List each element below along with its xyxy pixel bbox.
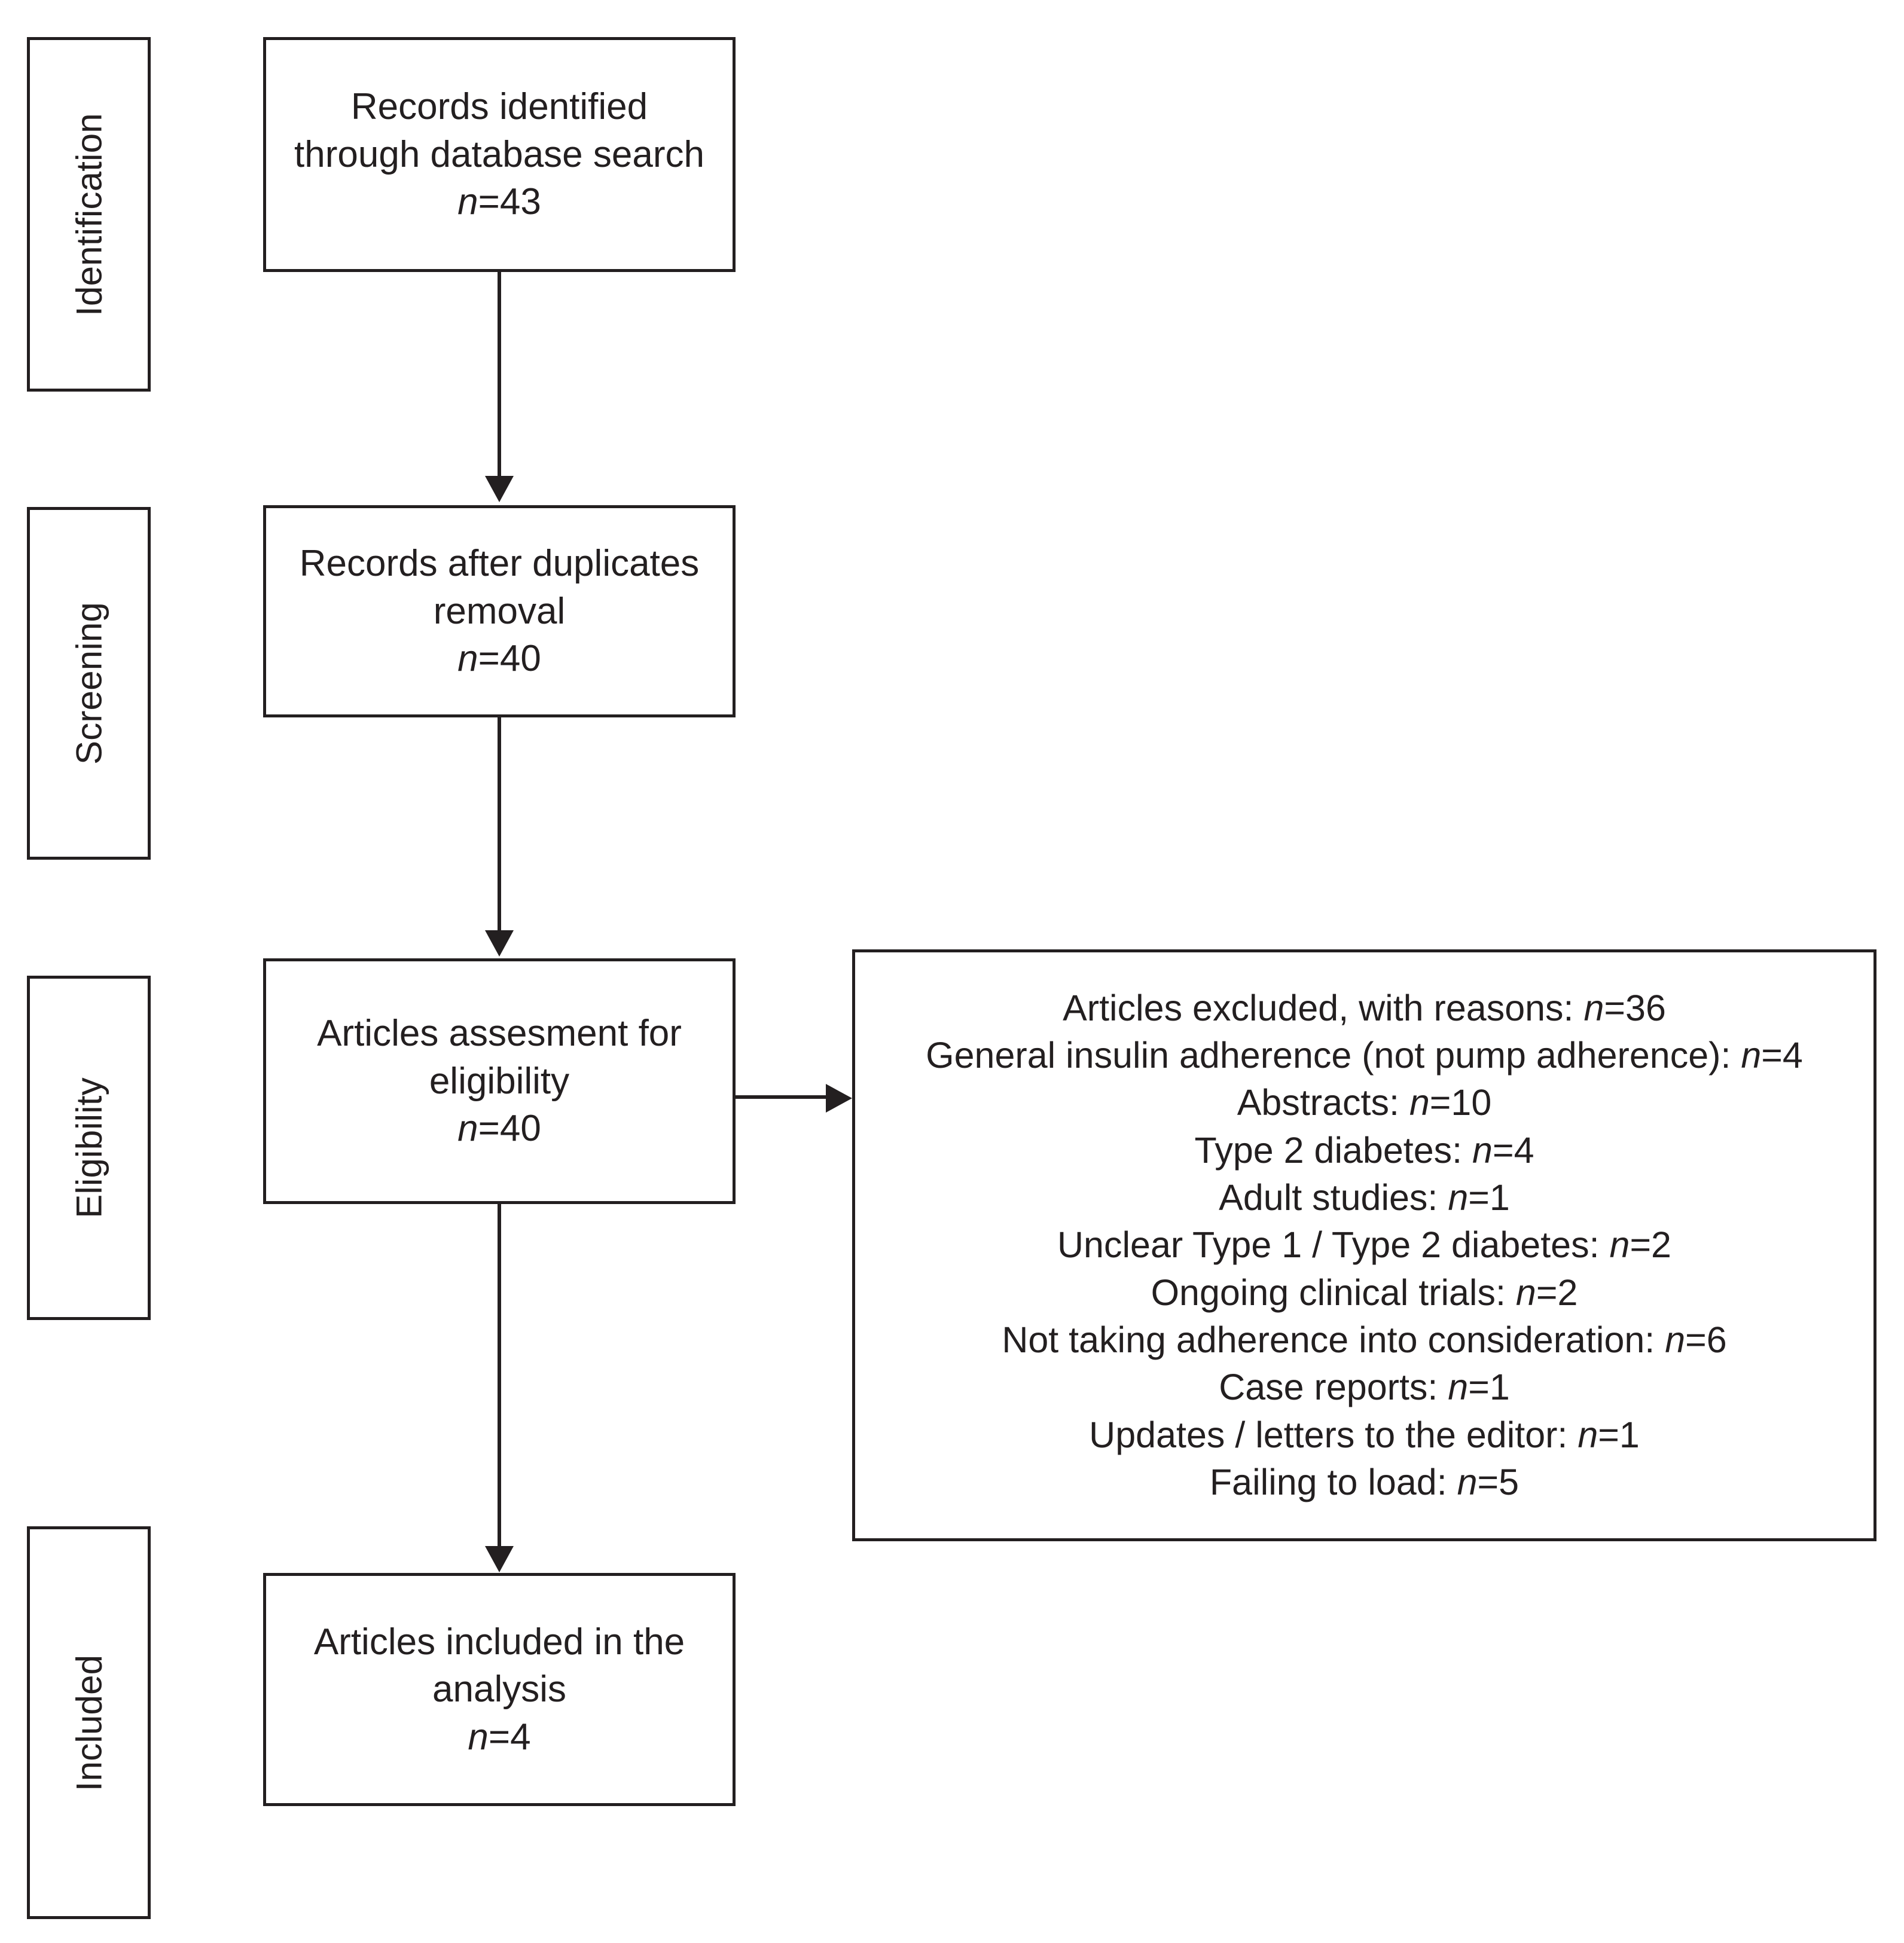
arrow-down-icon-2 [485, 930, 514, 957]
exclusion-item: General insulin adherence (not pump adhe… [861, 1032, 1868, 1079]
arrow-down-icon-1 [485, 476, 514, 502]
n-value: =36 [1604, 987, 1666, 1028]
stage-box-included: Included [27, 1526, 151, 1919]
n-value: =4 [1492, 1129, 1534, 1171]
exclusion-item-label: Not taking adherence into consideration: [1002, 1319, 1665, 1360]
arrow-right-icon [826, 1084, 852, 1113]
line: Articles assesment for [317, 1013, 682, 1055]
count-line: n=43 [294, 178, 704, 225]
exclusion-item: Articles excluded, with reasons: n=36 [861, 985, 1868, 1032]
exclusion-reason-list: Articles excluded, with reasons: n=36 Ge… [855, 985, 1874, 1506]
n-symbol: n [1577, 1414, 1598, 1455]
n-symbol: n [1665, 1319, 1686, 1360]
n-value: =1 [1468, 1367, 1510, 1408]
n-symbol: n [1472, 1129, 1493, 1171]
stage-label-included: Included [69, 1654, 109, 1791]
n-symbol: n [1448, 1367, 1469, 1408]
n-symbol: n [457, 638, 478, 680]
n-value: =5 [1477, 1461, 1519, 1502]
connector-line-1 [498, 272, 501, 481]
exclusion-item-label: Unclear Type 1 / Type 2 diabetes: [1057, 1224, 1610, 1266]
exclusion-item: Not taking adherence into consideration:… [861, 1316, 1868, 1364]
n-value: =2 [1630, 1224, 1671, 1266]
line: Records after duplicates [299, 543, 700, 585]
n-symbol: n [1741, 1035, 1762, 1076]
n-value: =43 [478, 181, 541, 223]
exclusion-item-label: Case reports: [1219, 1367, 1448, 1408]
stage-label-screening: Screening [69, 602, 109, 765]
count-line: n=4 [314, 1713, 685, 1761]
n-symbol: n [1448, 1177, 1469, 1218]
exclusion-item: Adult studies: n=1 [861, 1174, 1868, 1221]
n-symbol: n [1583, 987, 1604, 1028]
count-line: n=40 [300, 635, 700, 682]
exclusion-item-label: Updates / letters to the editor: [1089, 1414, 1578, 1455]
stage-label-identification: Identification [69, 112, 109, 316]
n-symbol: n [457, 181, 478, 223]
n-symbol: n [468, 1716, 489, 1758]
line: analysis [432, 1669, 566, 1710]
exclusion-item: Type 2 diabetes: n=4 [861, 1127, 1868, 1174]
flow-box-records-after-duplicates-text: Records after duplicates removal n=40 [291, 540, 708, 682]
exclusion-item: Case reports: n=1 [861, 1364, 1868, 1411]
exclusion-item: Abstracts: n=10 [861, 1079, 1868, 1126]
line: eligibility [429, 1060, 570, 1102]
n-value: =2 [1536, 1272, 1578, 1313]
count-line: n=40 [317, 1105, 682, 1152]
exclusion-item-label: Articles excluded, with reasons: [1063, 987, 1584, 1028]
n-value: =4 [488, 1716, 531, 1758]
exclusion-item-label: Type 2 diabetes: [1194, 1129, 1473, 1171]
n-value: =10 [1429, 1082, 1492, 1123]
n-symbol: n [1609, 1224, 1630, 1266]
exclusion-item: Unclear Type 1 / Type 2 diabetes: n=2 [861, 1221, 1868, 1269]
flow-box-articles-included: Articles included in the analysis n=4 [263, 1573, 736, 1806]
exclusion-item: Ongoing clinical trials: n=2 [861, 1269, 1868, 1316]
arrow-down-icon-3 [485, 1546, 514, 1572]
n-symbol: n [1457, 1461, 1478, 1502]
flow-box-articles-included-text: Articles included in the analysis n=4 [306, 1618, 693, 1761]
n-value: =1 [1468, 1177, 1510, 1218]
exclusion-item-label: Failing to load: [1209, 1461, 1457, 1502]
n-value: =6 [1685, 1319, 1727, 1360]
exclusion-item-label: General insulin adherence (not pump adhe… [926, 1035, 1741, 1076]
line: Records identified [350, 86, 648, 128]
n-value: =40 [478, 1108, 541, 1150]
line: Articles included in the [313, 1621, 685, 1663]
stage-box-identification: Identification [27, 37, 151, 392]
line: removal [433, 590, 566, 632]
exclusion-item-label: Adult studies: [1219, 1177, 1448, 1218]
n-symbol: n [1515, 1272, 1536, 1313]
connector-line-2 [498, 717, 501, 936]
exclusion-item-label: Abstracts: [1237, 1082, 1409, 1123]
flow-box-records-identified: Records identified through database sear… [263, 37, 736, 272]
exclusion-box: Articles excluded, with reasons: n=36 Ge… [852, 949, 1876, 1541]
n-symbol: n [1409, 1082, 1430, 1123]
flow-box-records-after-duplicates: Records after duplicates removal n=40 [263, 505, 736, 717]
exclusion-item-label: Ongoing clinical trials: [1151, 1272, 1516, 1313]
n-symbol: n [457, 1108, 478, 1150]
line: through database search [294, 133, 704, 175]
n-value: =4 [1761, 1035, 1803, 1076]
stage-box-eligibility: Eligibility [27, 976, 151, 1320]
exclusion-item: Failing to load: n=5 [861, 1459, 1868, 1506]
exclusion-item: Updates / letters to the editor: n=1 [861, 1412, 1868, 1459]
connector-line-exclusion [734, 1095, 827, 1099]
flow-box-articles-assessed: Articles assesment for eligibility n=40 [263, 958, 736, 1204]
stage-label-eligibility: Eligibility [69, 1077, 109, 1218]
stage-box-screening: Screening [27, 507, 151, 860]
connector-line-3 [498, 1204, 501, 1551]
n-value: =1 [1598, 1414, 1640, 1455]
flow-box-records-identified-text: Records identified through database sear… [286, 83, 713, 225]
n-value: =40 [478, 638, 541, 680]
flow-box-articles-assessed-text: Articles assesment for eligibility n=40 [309, 1010, 690, 1152]
